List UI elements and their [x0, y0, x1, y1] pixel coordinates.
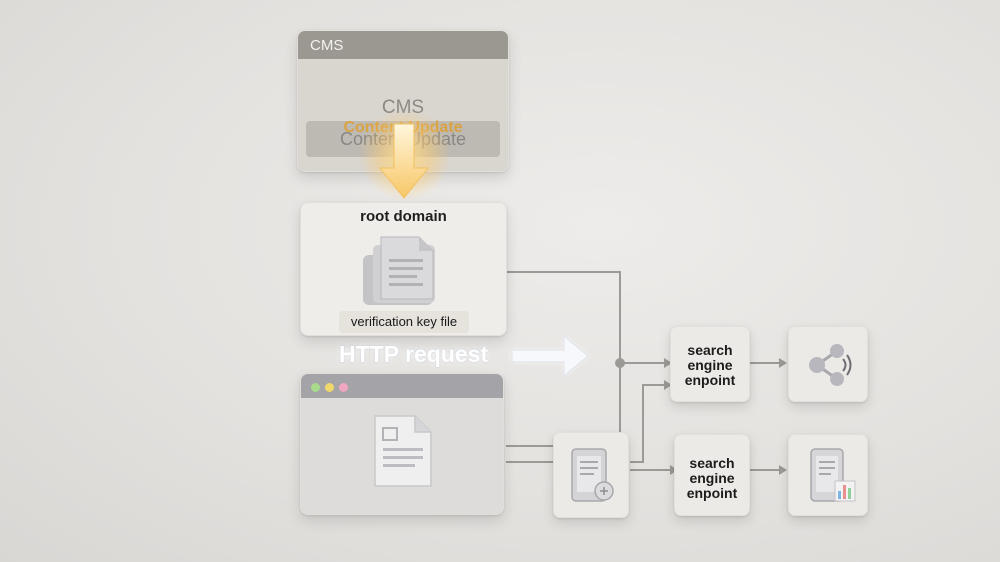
- search-engine-endpoint-1: search engine enpoint: [670, 326, 750, 402]
- browser-title-bar: [301, 374, 503, 398]
- tablet-chart-icon: [810, 448, 856, 502]
- endpoint-1-line-3: enpoint: [684, 372, 736, 388]
- endpoint-2-line-2: engine: [689, 470, 735, 486]
- window-dot-pink: [339, 383, 348, 392]
- endpoint-2-line-3: enpoint: [686, 485, 738, 501]
- share-card: [788, 326, 868, 402]
- connector-root: [506, 271, 621, 462]
- endpoint-1-line-2: engine: [687, 357, 733, 373]
- search-engine-endpoint-2: search engine enpoint: [674, 434, 750, 516]
- arrowhead-5: [779, 465, 787, 475]
- analytics-card: [788, 434, 868, 516]
- junction-dot: [615, 358, 625, 368]
- root-domain-title: root domain: [360, 208, 447, 225]
- document-stack-icon: [363, 236, 435, 305]
- connector-branch: [630, 384, 664, 463]
- window-dot-green: [311, 383, 320, 392]
- endpoint-2-line-1: search: [689, 455, 735, 471]
- browser-window: [300, 373, 504, 515]
- endpoint-1-line-1: search: [687, 342, 733, 358]
- down-arrow-icon: [378, 123, 430, 199]
- arrowhead-4: [779, 358, 787, 368]
- verification-key-file-label: verification key file: [339, 311, 469, 333]
- right-arrow-icon: [511, 334, 589, 378]
- cms-bar-label: CMS: [310, 37, 344, 54]
- tablet-document-icon: [571, 448, 614, 502]
- root-domain-card: root domain verification key file: [300, 202, 507, 336]
- arrowhead-2: [664, 380, 672, 390]
- arrowhead-1: [664, 358, 672, 368]
- share-signal-icon: [809, 344, 852, 386]
- window-dot-yellow: [325, 383, 334, 392]
- tablet-card: [553, 432, 629, 518]
- cms-title-bar: CMS: [298, 31, 508, 59]
- http-request-label: HTTP request: [339, 341, 489, 367]
- document-icon: [374, 415, 432, 487]
